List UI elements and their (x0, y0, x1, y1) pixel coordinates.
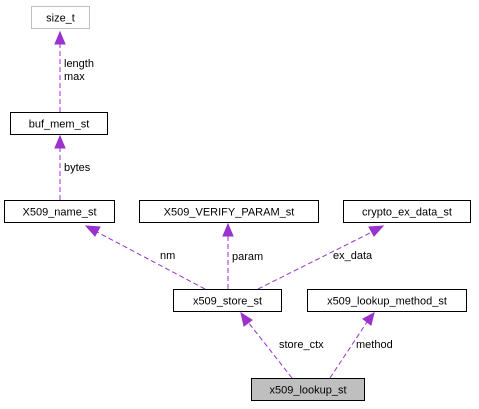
node-label-size-t: size_t (46, 13, 75, 25)
edge-ex-data: ex_data (257, 225, 385, 290)
edge-label-ex-data: ex_data (333, 250, 373, 262)
edge-label-method: method (356, 339, 393, 351)
edge-nm: nm (84, 225, 206, 290)
edge-label-param: param (232, 251, 263, 263)
edge-label-nm: nm (160, 250, 175, 262)
edge-label-store-ctx: store_ctx (279, 339, 324, 351)
node-label-x509-lookup-st: x509_lookup_st (269, 385, 346, 397)
edge-label-max: max (64, 71, 85, 83)
edge-param: param (222, 222, 263, 289)
edge-store-ctx: store_ctx (240, 311, 324, 379)
node-buf-mem-st[interactable]: buf_mem_st (10, 112, 108, 135)
node-x509-name-st[interactable]: X509_name_st (4, 200, 115, 223)
node-label-x509-lookup-method-st: x509_lookup_method_st (327, 296, 447, 308)
node-label-buf-mem-st: buf_mem_st (29, 119, 90, 131)
edge-method: method (329, 312, 393, 379)
node-label-crypto-ex-data-st: crypto_ex_data_st (362, 207, 452, 219)
node-size-t[interactable]: size_t (31, 6, 90, 29)
edge-length-max: length max (54, 30, 94, 112)
node-label-x509-verify-param-st: X509_VERIFY_PARAM_st (164, 207, 295, 219)
node-label-x509-name-st: X509_name_st (23, 207, 97, 219)
edge-label-bytes: bytes (64, 162, 91, 174)
node-x509-store-st[interactable]: x509_store_st (173, 289, 282, 312)
node-x509-verify-param-st[interactable]: X509_VERIFY_PARAM_st (139, 200, 319, 223)
node-x509-lookup-method-st[interactable]: x509_lookup_method_st (307, 289, 467, 312)
edge-label-length: length (64, 58, 94, 70)
node-crypto-ex-data-st[interactable]: crypto_ex_data_st (343, 200, 471, 223)
node-x509-lookup-st[interactable]: x509_lookup_st (251, 378, 365, 401)
node-label-x509-store-st: x509_store_st (193, 296, 262, 308)
edge-bytes: bytes (54, 134, 91, 200)
